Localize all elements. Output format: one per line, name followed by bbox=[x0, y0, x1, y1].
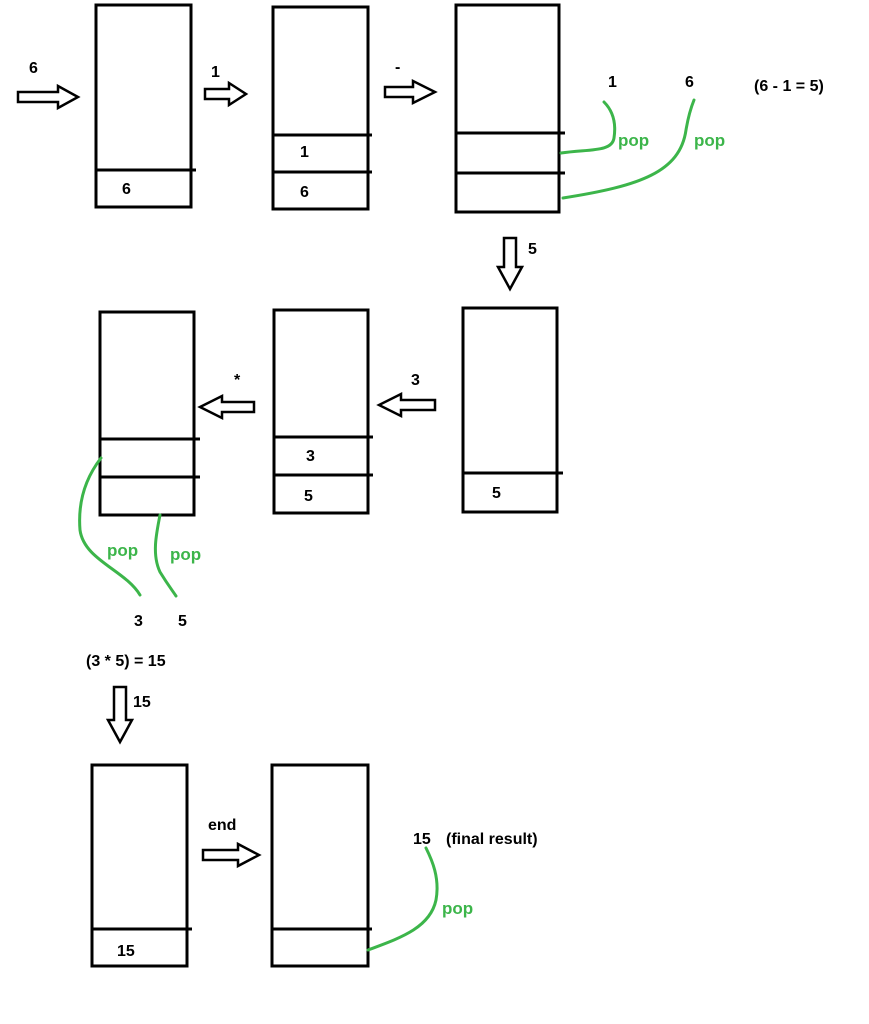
pop-label: pop bbox=[618, 131, 649, 150]
pop-label: pop bbox=[170, 545, 201, 564]
operation-expression: (6 - 1 = 5) bbox=[754, 78, 824, 95]
popped-value: 1 bbox=[608, 74, 617, 91]
pop-label: pop bbox=[107, 541, 138, 560]
arrow-label-result-5: 5 bbox=[528, 241, 537, 258]
operation-expression: (3 * 5) = 15 bbox=[86, 653, 166, 670]
popped-value: 5 bbox=[178, 613, 187, 630]
stack-cell: 5 bbox=[304, 488, 313, 505]
stack-2: 1 6 bbox=[271, 5, 372, 211]
pop-label: pop bbox=[694, 131, 725, 150]
arrow-label-end: end bbox=[208, 817, 236, 834]
down-arrow-icon bbox=[495, 236, 525, 292]
arrow-label-push-6: 6 bbox=[29, 60, 38, 77]
left-arrow-icon bbox=[376, 391, 437, 419]
stack-cell: 3 bbox=[306, 448, 315, 465]
stack-cell: 1 bbox=[300, 144, 309, 161]
stack-cell: 6 bbox=[300, 184, 309, 201]
final-result-note: (final result) bbox=[446, 831, 538, 848]
stack-cell: 5 bbox=[492, 485, 501, 502]
arrow-label-operator-times: * bbox=[234, 372, 241, 389]
stack-1: 6 bbox=[94, 3, 196, 209]
stack-5: 3 5 bbox=[272, 308, 373, 515]
left-arrow-icon bbox=[197, 393, 256, 421]
right-arrow-icon bbox=[383, 78, 438, 106]
down-arrow-icon bbox=[105, 685, 135, 745]
stack-7: 15 bbox=[90, 763, 192, 968]
stack-cell: 6 bbox=[122, 181, 131, 198]
stack-6 bbox=[98, 310, 200, 517]
arrow-label-result-15: 15 bbox=[133, 694, 151, 711]
pop-curve bbox=[153, 513, 178, 598]
pop-label: pop bbox=[442, 899, 473, 918]
pop-curve bbox=[78, 456, 142, 597]
pop-curve bbox=[561, 98, 696, 200]
stack-3 bbox=[454, 3, 565, 214]
arrow-label-push-3: 3 bbox=[411, 372, 420, 389]
pop-curve bbox=[559, 100, 617, 155]
right-arrow-icon bbox=[203, 80, 249, 108]
right-arrow-icon bbox=[16, 83, 81, 111]
arrow-label-push-1: 1 bbox=[211, 64, 220, 81]
stack-cell: 15 bbox=[117, 943, 135, 960]
pop-curve bbox=[366, 846, 439, 952]
stack-4: 5 bbox=[461, 306, 563, 514]
stack-8 bbox=[270, 763, 372, 968]
right-arrow-icon bbox=[201, 841, 262, 869]
popped-value: 3 bbox=[134, 613, 143, 630]
final-result-value: 15 bbox=[413, 831, 431, 848]
arrow-label-operator-minus: - bbox=[395, 59, 400, 76]
popped-value: 6 bbox=[685, 74, 694, 91]
